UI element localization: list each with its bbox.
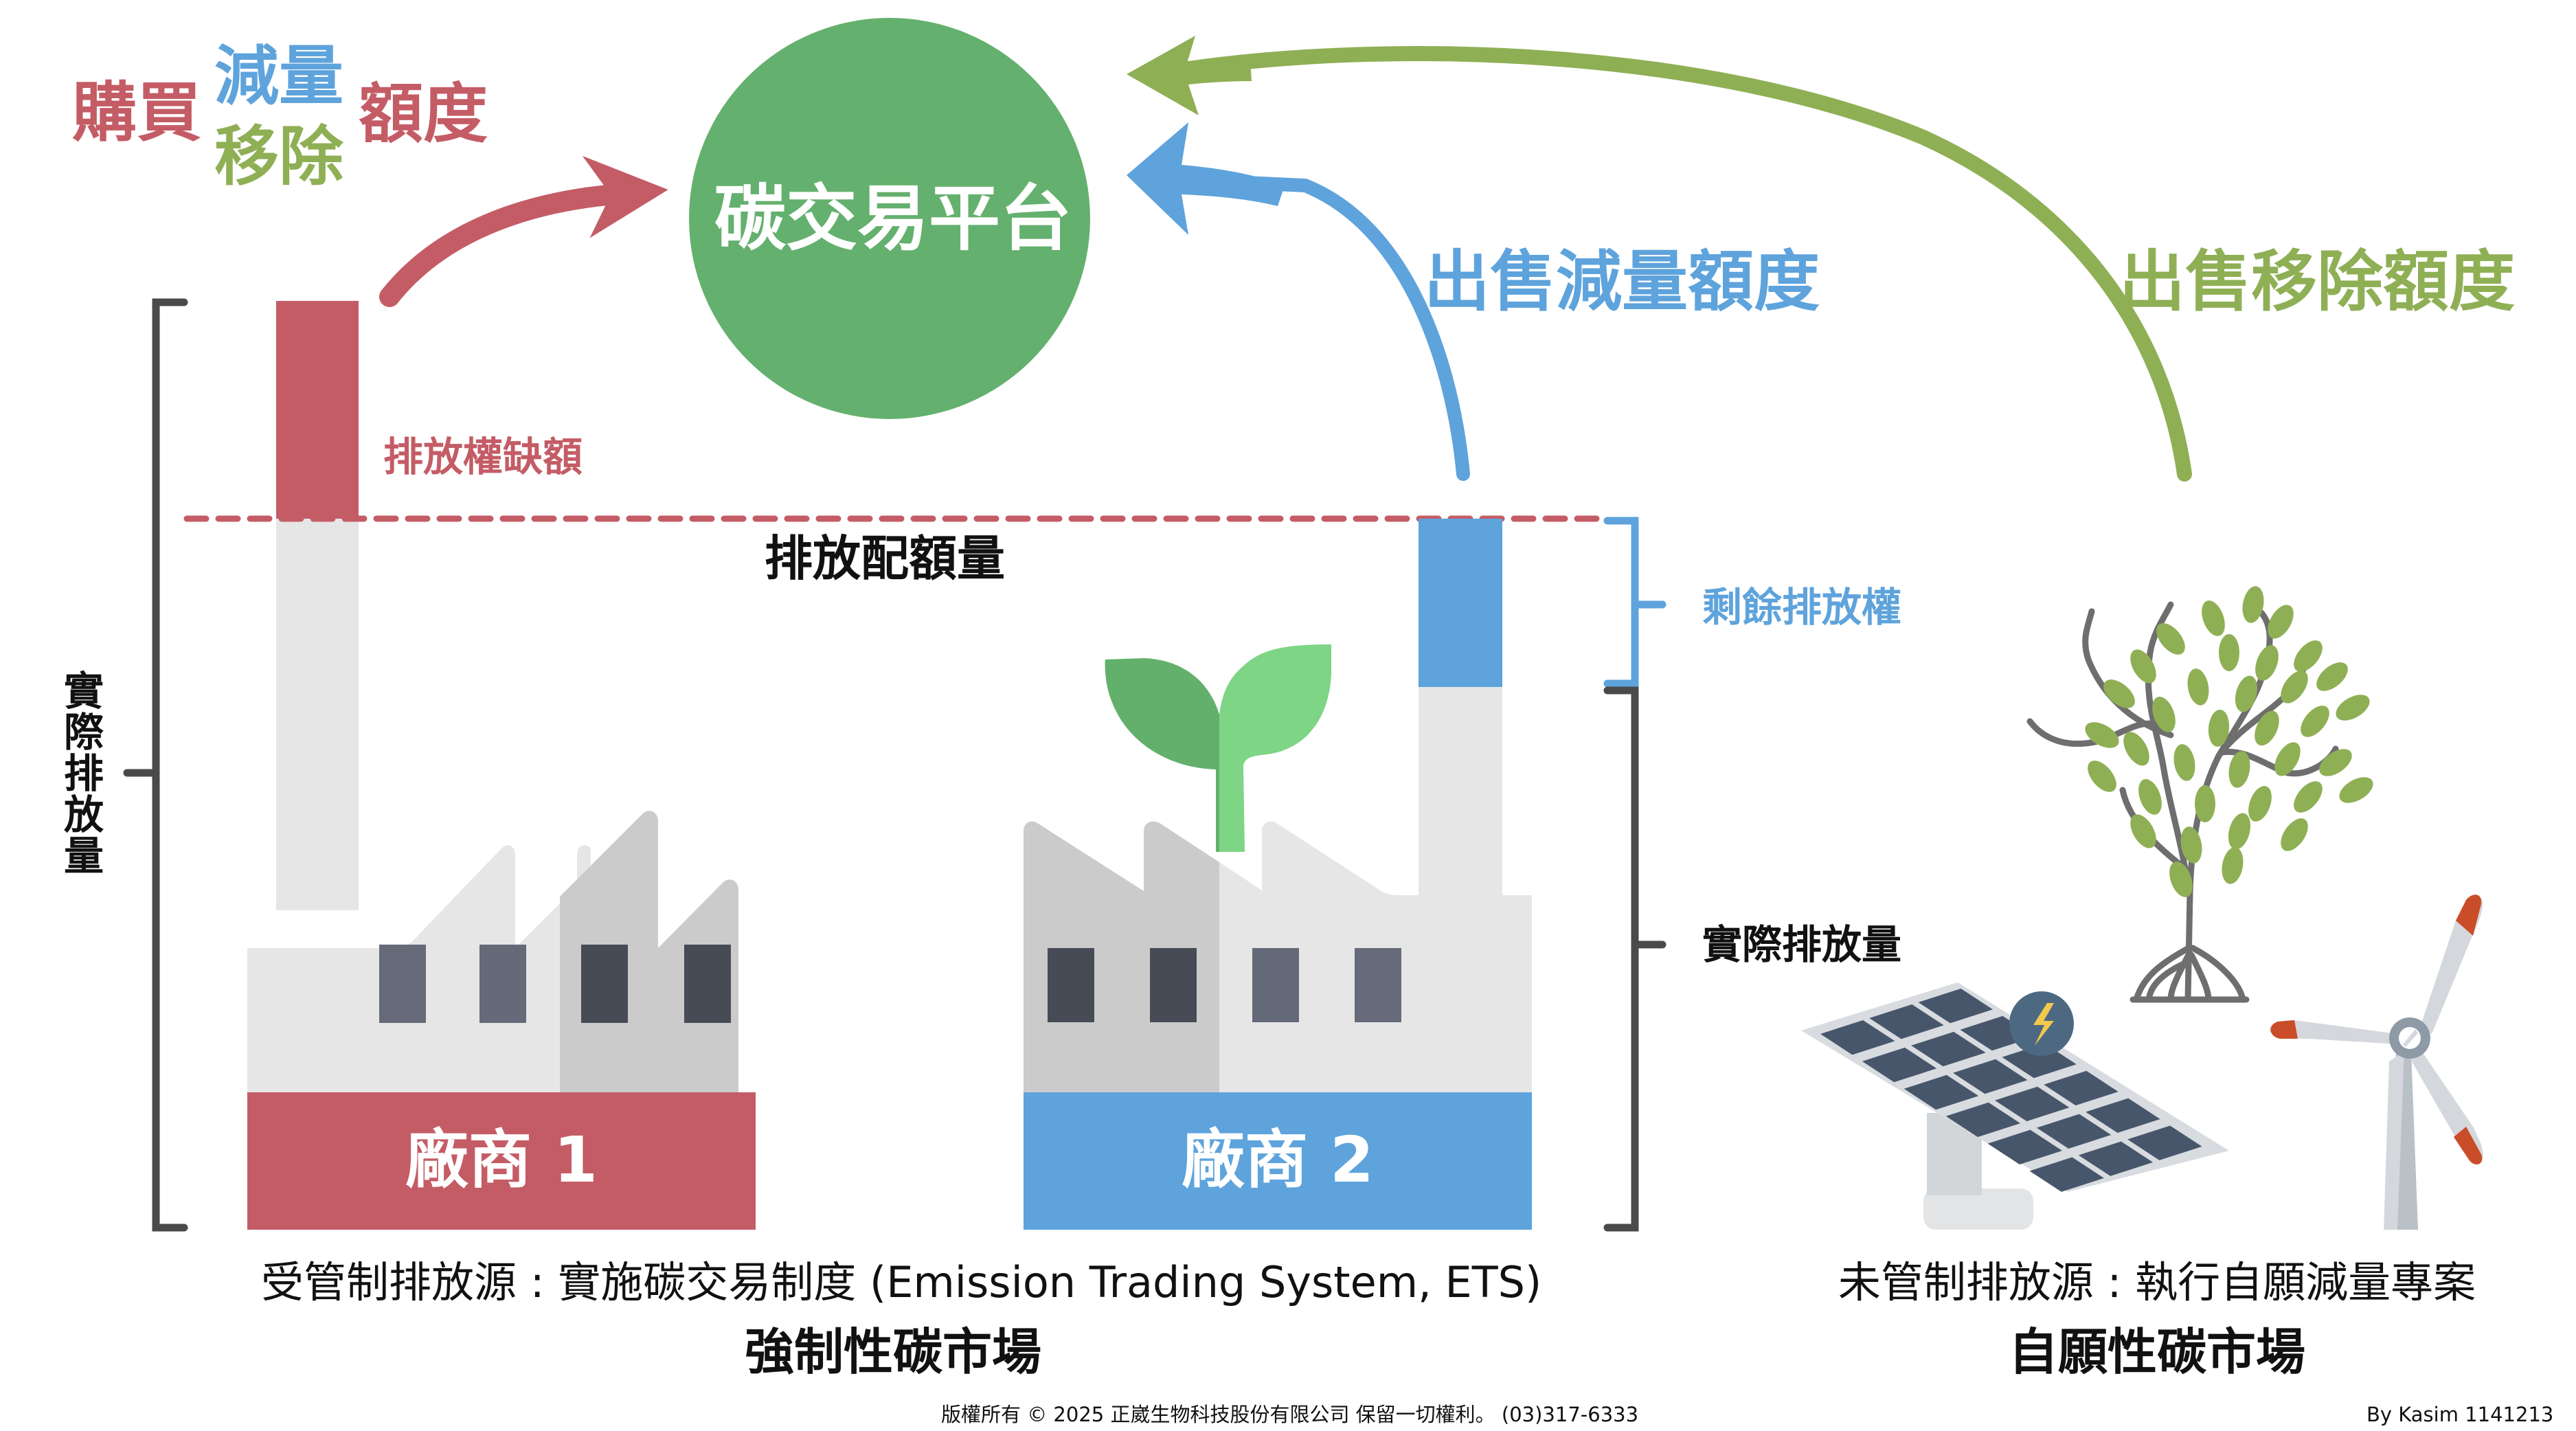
tree-leaf xyxy=(2274,742,2301,776)
solar-cell xyxy=(2036,1114,2112,1149)
remaining-allowance-label: 剩餘排放權 xyxy=(1702,584,1902,631)
tree-leaf xyxy=(2228,813,2251,850)
tree-leaf xyxy=(2268,605,2294,639)
actual-emissions-bracket xyxy=(1603,686,1667,1232)
buy-label: 購買 xyxy=(72,76,202,150)
tree-leaf xyxy=(2319,749,2352,776)
tree-leaf xyxy=(2219,634,2239,671)
tree-leaf xyxy=(2088,760,2116,792)
actual-emissions-label-right: 實際排放量 xyxy=(1702,921,1902,968)
tree-leaf xyxy=(2301,706,2329,737)
tree-leaf xyxy=(2187,668,2209,706)
solar-panel-icon xyxy=(1801,982,2229,1230)
solar-cell xyxy=(1995,1086,2070,1122)
sprout-icon xyxy=(1105,644,1331,852)
solar-cell xyxy=(2029,1157,2104,1192)
tree-leaf xyxy=(2173,744,2195,781)
solar-cell xyxy=(1953,1059,2028,1094)
voluntary-market-title: 自願性碳市場 xyxy=(2008,1323,2305,1381)
left-bracket xyxy=(123,298,188,1232)
solar-cell xyxy=(1903,1074,1979,1110)
emission-shortfall-label: 排放權缺額 xyxy=(383,433,583,480)
solar-cell xyxy=(2127,1125,2202,1160)
tree-leaf xyxy=(2242,586,2264,623)
sell-reduction-arrow xyxy=(1182,173,1470,481)
wind-turbine-icon xyxy=(2270,894,2483,1230)
solar-cell xyxy=(2002,1043,2077,1079)
voluntary-market-description: 未管制排放源 : 執行自願減量專案 xyxy=(1838,1257,2476,1307)
sell-removal-label: 出售移除額度 xyxy=(2119,243,2515,320)
tree-leaf xyxy=(2085,722,2119,748)
removal-label: 移除 xyxy=(214,120,344,194)
company-1-label: 廠商 1 xyxy=(405,1123,598,1197)
reduction-label: 減量 xyxy=(214,39,344,114)
tree-leaf xyxy=(2123,732,2149,766)
carbon-platform-circle xyxy=(689,18,1090,419)
tree-leaf xyxy=(2152,697,2176,732)
credits-label: 額度 xyxy=(359,77,488,152)
tree-leaf xyxy=(2202,600,2225,636)
tree-leaf xyxy=(2228,751,2250,788)
solar-cell xyxy=(1862,1047,1937,1083)
compliance-market-description: 受管制排放源 : 實施碳交易制度 (Emission Trading Syste… xyxy=(261,1257,1542,1307)
emission-allowance-label: 排放配額量 xyxy=(765,530,1005,587)
tree-leaf xyxy=(2208,710,2230,747)
tree-leaf xyxy=(2130,814,2156,848)
solar-cell xyxy=(1945,1102,2021,1138)
tree-leaf xyxy=(2294,640,2323,672)
remaining-allowance-bracket xyxy=(1603,517,1667,688)
tree-leaf xyxy=(2316,662,2348,691)
sell-removal-arrow xyxy=(1181,46,2192,482)
lightning-icon xyxy=(2033,1003,2054,1046)
tree-leaf xyxy=(2169,861,2193,897)
tree-leaf xyxy=(2339,777,2373,803)
chimney-2-surplus xyxy=(1419,519,1502,687)
tree-leaf xyxy=(2294,781,2323,813)
solar-cell xyxy=(1911,1031,1986,1067)
tree-leaf xyxy=(2255,645,2279,681)
sell-reduction-label: 出售減量額度 xyxy=(1424,243,1820,320)
tree-leaf xyxy=(2336,695,2370,721)
tree-leaf xyxy=(2222,847,2244,884)
sell-removal-arrowhead xyxy=(1127,36,1252,115)
tree-leaf xyxy=(2235,675,2258,712)
tree-leaf xyxy=(2103,679,2135,708)
factory-1-band xyxy=(247,1092,756,1230)
tree-leaf xyxy=(2248,786,2272,822)
tree-leaf xyxy=(2195,785,2215,822)
factory-1-icon xyxy=(247,811,738,1092)
solar-cell xyxy=(2086,1098,2160,1133)
chimney-1-shortfall xyxy=(276,301,359,519)
carbon-platform-label: 碳交易平台 xyxy=(714,177,1072,260)
actual-emissions-label-left: 實際排放量 xyxy=(57,670,104,876)
tree-leaf xyxy=(2130,649,2156,684)
tree-leaf xyxy=(2138,779,2162,815)
factory-2-band xyxy=(1024,1092,1532,1230)
sell-reduction-arrowhead xyxy=(1127,122,1285,235)
solar-cell xyxy=(1918,989,1993,1024)
tree-icon xyxy=(2026,586,2373,1003)
tree-leaf xyxy=(2156,623,2185,655)
copyright-footer: 版權所有 © 2025 正崴生物科技股份有限公司 保留一切權利。 (03)317… xyxy=(941,1403,1639,1426)
solar-cell xyxy=(1869,1004,1944,1039)
tree-leaf xyxy=(2180,826,2202,864)
tree-leaf xyxy=(2281,818,2308,851)
solar-cell xyxy=(1820,1020,1895,1055)
chimney-2-base xyxy=(1419,687,1502,914)
solar-cell xyxy=(2044,1070,2119,1106)
buy-arrow xyxy=(379,155,668,307)
tree-leaf xyxy=(2281,671,2308,703)
author-credit: By Kasim 1141213 xyxy=(2366,1403,2554,1426)
tree-leaf xyxy=(2255,710,2279,746)
factory-2-icon xyxy=(1024,821,1532,1092)
compliance-market-title: 強制性碳市場 xyxy=(744,1323,1041,1381)
company-2-label: 廠商 2 xyxy=(1181,1123,1375,1197)
solar-cell xyxy=(1987,1129,2062,1164)
chimney-1-base xyxy=(276,519,359,910)
solar-cell xyxy=(2078,1141,2154,1176)
